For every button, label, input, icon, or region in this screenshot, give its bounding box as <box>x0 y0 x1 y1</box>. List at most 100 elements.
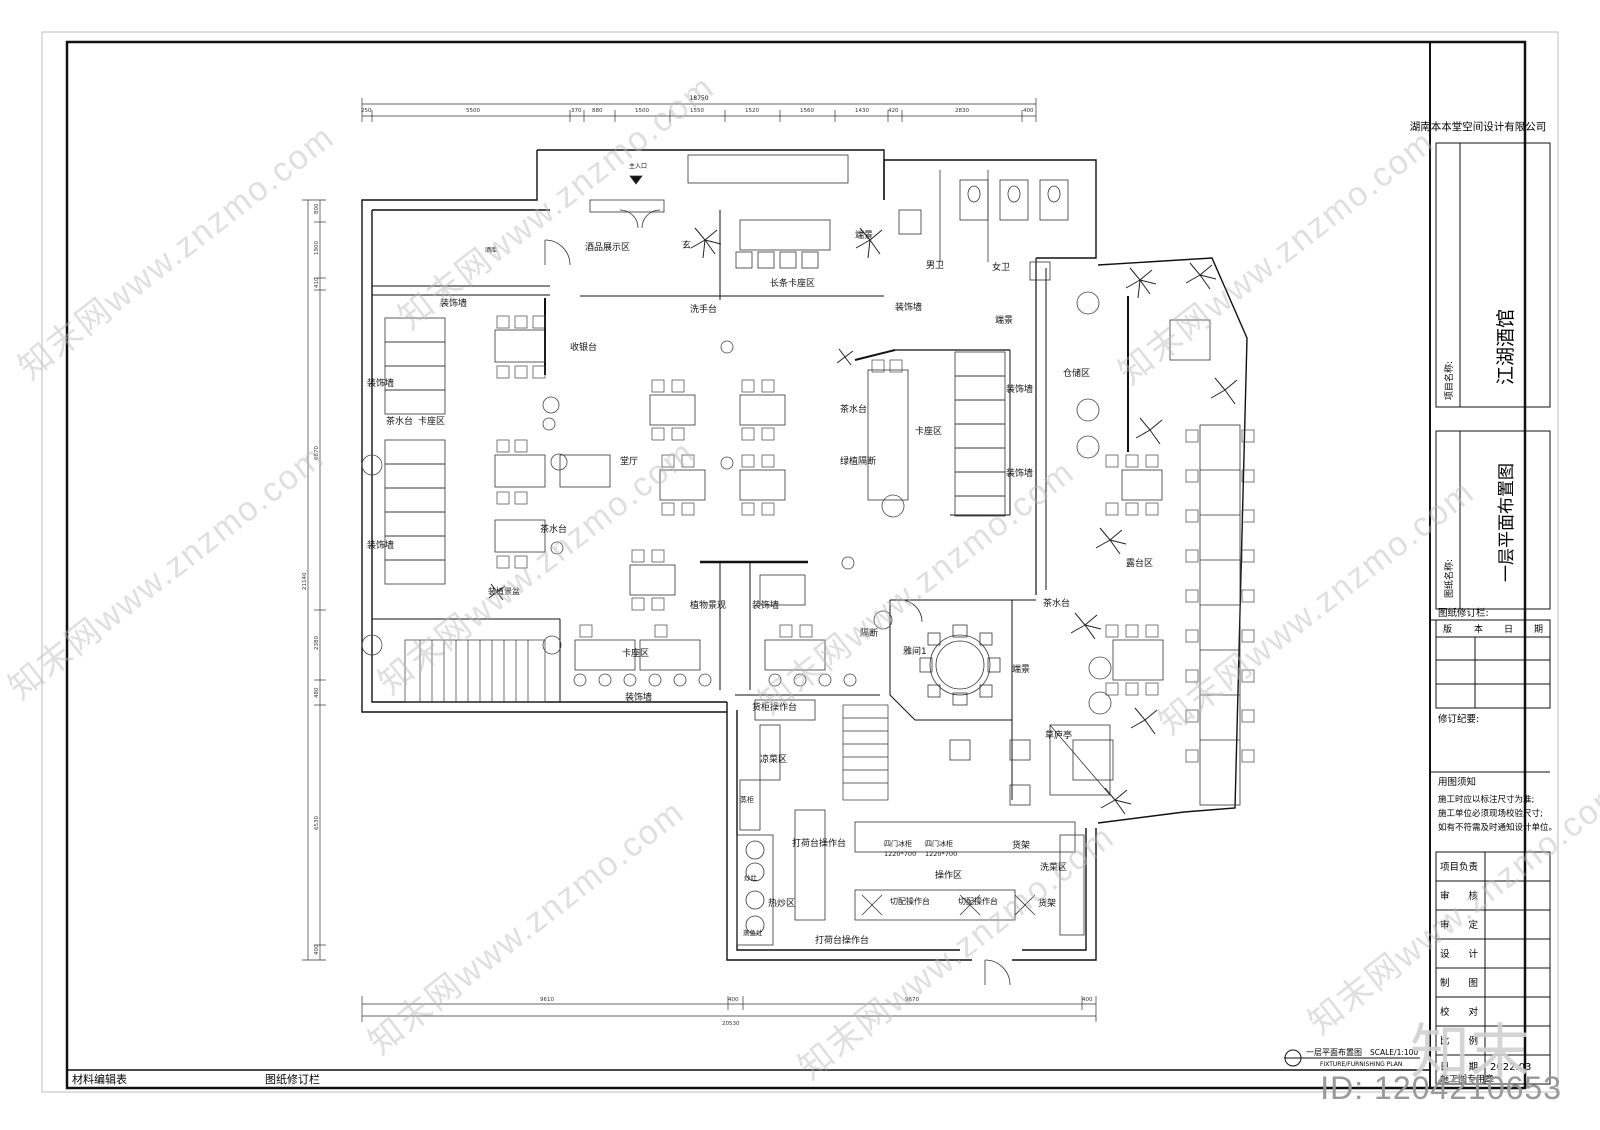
role-4: 设 计 <box>1440 948 1479 960</box>
bottom-dim-values: 9610 400 9670 400 20530 <box>540 997 1093 1027</box>
room-labels: 酒库 酒品展示区 玄 主入口 长条卡座区 端景 男卫 女卫 装饰墙 洗手台 装饰… <box>367 162 1153 946</box>
company-name: 湖南本本堂空间设计有限公司 <box>1410 120 1547 133</box>
label-long-booth: 长条卡座区 <box>770 277 815 289</box>
rev-col-1: 版 <box>1443 623 1452 635</box>
label-landscape: 装植景盆 <box>488 586 520 596</box>
dim-top-total: 18750 <box>689 95 708 102</box>
label-storage: 仓储区 <box>1063 367 1090 379</box>
label-cashier: 收银台 <box>570 341 597 353</box>
label-decor-wall-top: 装饰墙 <box>440 297 467 309</box>
dim-top-9: 1430 <box>855 108 869 114</box>
label-grass-pavilion: 草庐亭 <box>1045 729 1072 741</box>
label-decor-wall-r2: 装饰墙 <box>1006 467 1033 479</box>
toilet-fixtures <box>898 170 1069 281</box>
dim-top-4: 880 <box>592 108 603 114</box>
label-pack-station-2: 打荷台操作台 <box>815 934 869 946</box>
label-partition: 隔断 <box>860 627 878 639</box>
label-smoke: 蒸鱼灶 <box>743 928 763 937</box>
label-stove: 炒灶 <box>744 873 758 882</box>
stamp-label: 施工图专用章 <box>1440 1073 1494 1085</box>
label-side-view-3: 端景 <box>1012 663 1030 675</box>
dining-tables <box>494 319 1241 806</box>
dim-left-total: 21140 <box>302 572 308 590</box>
label-fridge-1: 四门冰柜 <box>884 839 912 848</box>
label-cut-1: 切配操作台 <box>890 896 930 906</box>
role-rows: 项目负责 审 核 审 定 设 计 制 图 校 对 比 例 日 期 2022.03… <box>1436 852 1550 1085</box>
rev-col-2: 本 <box>1474 623 1483 635</box>
role-5: 制 图 <box>1440 977 1478 989</box>
left-dim-values: 800 1900 410 6870 2380 480 6530 400 2114… <box>302 203 320 955</box>
label-booth-bottom: 卡座区 <box>622 647 649 659</box>
label-decor-wall-left1: 装饰墙 <box>367 377 394 389</box>
drawing-label: 图纸名称: <box>1443 559 1455 598</box>
label-shelf-2: 货架 <box>1038 897 1056 909</box>
label-tea-right: 茶水台 <box>840 403 867 415</box>
plan-scale: SCALE/1:100 <box>1370 1048 1418 1057</box>
grass-pavilion <box>1049 724 1111 796</box>
dim-bottom-1: 9610 <box>540 997 554 1003</box>
label-booth-right: 卡座区 <box>915 425 942 437</box>
label-dish-wash: 洗菜区 <box>1040 861 1067 873</box>
role-6: 校 对 <box>1440 1006 1479 1018</box>
label-terrace: 露台区 <box>1126 557 1153 569</box>
revision-label: 图纸修订栏: <box>1438 607 1489 619</box>
label-wine-store: 酒库 <box>485 246 497 254</box>
revision-bar-label: 图纸修订栏 <box>265 1072 320 1086</box>
label-cut-2: 切配操作台 <box>958 896 998 906</box>
date-value: 2022.03 <box>1490 1062 1531 1073</box>
label-tea-center: 茶水台 <box>540 523 567 535</box>
label-plant-view: 植物景观 <box>690 599 726 611</box>
dim-top-5: 1500 <box>635 108 649 114</box>
dim-top-8: 1560 <box>800 108 814 114</box>
dim-top-11: 2830 <box>955 108 969 114</box>
revision-notes-label: 修订纪要: <box>1438 713 1479 725</box>
dim-left-7: 6530 <box>314 816 320 830</box>
dim-left-5: 2380 <box>314 636 320 650</box>
role-7: 比 例 <box>1440 1035 1478 1047</box>
label-female-wc: 女卫 <box>992 261 1010 273</box>
bottom-dimensions <box>361 996 1097 1022</box>
label-wash-hands: 洗手台 <box>690 303 717 315</box>
dim-bottom-total: 20530 <box>722 1021 740 1027</box>
stairs-kitchen <box>842 704 889 801</box>
plan-title: 一层平面布置图 <box>1306 1047 1362 1057</box>
stools <box>361 291 1112 715</box>
label-side-view-1: 端景 <box>855 229 873 241</box>
label-side-view-2: 端景 <box>995 314 1013 326</box>
dim-left-6: 480 <box>314 687 320 698</box>
left-dimensions <box>302 199 326 961</box>
label-pack-station-1: 打荷台操作台 <box>792 837 846 849</box>
chairs <box>496 315 1255 763</box>
dim-left-8: 400 <box>314 944 320 955</box>
booth-seating-west <box>384 317 446 585</box>
top-dim-values: 250 5500 370 880 1500 1550 1520 1560 143… <box>361 108 1034 114</box>
entrance-arrow-icon <box>629 175 643 185</box>
usage-title: 用图须知 <box>1438 776 1476 788</box>
label-shelf-1: 货架 <box>1012 839 1030 851</box>
label-lobby: 堂厅 <box>620 455 638 467</box>
label-decor-wall-mid: 装饰墙 <box>895 301 922 313</box>
label-male-wc: 男卫 <box>926 260 944 271</box>
dim-bottom-2: 400 <box>728 997 739 1003</box>
label-decor-wall-bottom: 装饰墙 <box>625 691 652 703</box>
label-cold-dish: 凉菜区 <box>760 753 787 765</box>
dim-top-7: 1520 <box>745 108 759 114</box>
brand-watermark: 知末 <box>1410 1019 1530 1086</box>
usage-note-3: 如有不符需及时通知设计单位。 <box>1438 822 1557 833</box>
rev-col-3: 日 <box>1504 624 1513 635</box>
kitchen-equipment <box>736 699 1085 946</box>
booth-seating-east <box>954 351 1006 517</box>
label-decor-wall-left2: 装饰墙 <box>367 539 394 551</box>
dim-left-4: 6870 <box>314 446 320 460</box>
walls <box>361 149 1248 961</box>
label-tea-terrace: 茶水台 <box>1043 597 1070 609</box>
long-booth-seating <box>589 154 849 269</box>
role-1: 项目负责 <box>1440 861 1478 873</box>
label-private-room: 雅间1 <box>903 645 927 657</box>
terrace-long-tables <box>1199 424 1241 806</box>
dim-bottom-3: 9670 <box>905 997 919 1003</box>
label-fridge-1-size: 1220*700 <box>884 850 916 858</box>
project-name: 江湖酒馆 <box>1495 309 1517 385</box>
dim-top-3: 370 <box>571 108 582 114</box>
